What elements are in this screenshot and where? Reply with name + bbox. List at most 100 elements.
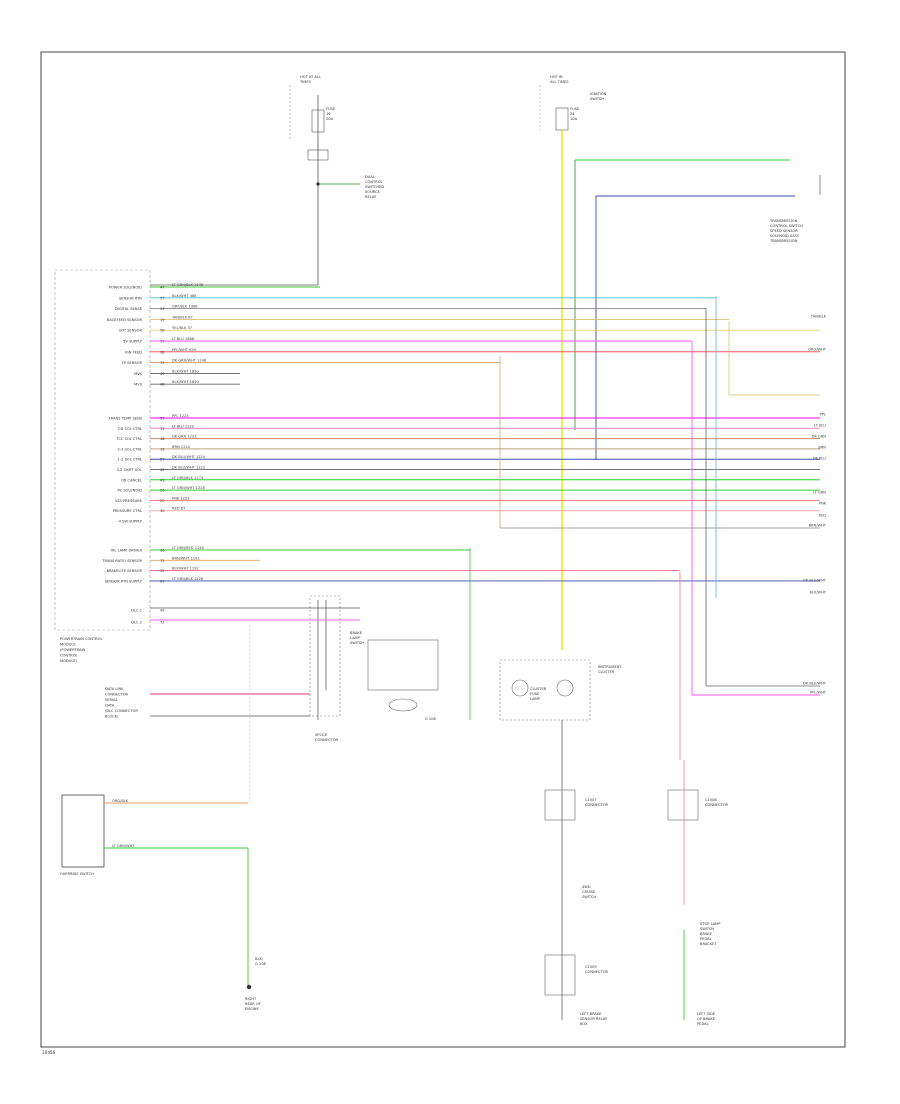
connector-label: CONNECTOR xyxy=(585,803,609,807)
ecm-pin-name: 3-2 SHIFT SOL xyxy=(116,468,142,472)
ecm-pin-name: MVS xyxy=(134,383,143,387)
ecm-pin-name: 1-2 SOL CTRL xyxy=(118,458,142,462)
ecm-pin-number: 45 xyxy=(160,468,165,472)
data-link-label: (DLC CONNECTOR xyxy=(105,709,138,713)
ecm-label: POWERTRAIN CONTROL xyxy=(60,637,103,641)
ecm-pin-number: 49 xyxy=(160,609,165,613)
stop-switch-label: BRACKET xyxy=(700,942,717,946)
brake-switch-label: LAMP xyxy=(350,636,361,640)
transmission-label: TRANSMISSION xyxy=(769,219,798,223)
ecm-box xyxy=(54,269,151,631)
fuse-label: 16 xyxy=(326,112,331,116)
right-wire-label: TAN/BLK xyxy=(810,315,827,319)
fuse-label: 10A xyxy=(570,117,578,121)
ecm-pin-name: 5V SUPPLY xyxy=(123,340,143,344)
right-wire-label: LT GRN xyxy=(813,491,826,495)
wire-color-label: DK BLU/WHT 1222 xyxy=(172,466,205,470)
splice-label: CONNECTOR xyxy=(315,738,339,742)
ground-icon xyxy=(246,984,252,990)
ecm-pin-name: SENSOR RTN SUPPLY xyxy=(105,579,143,583)
ecm-pin-name: OIL LAMP DRIVER xyxy=(110,549,142,553)
ecm-pin-name: IGN FEED xyxy=(125,350,142,354)
ecm-pin-number: 72 xyxy=(160,361,165,365)
ecm-pin-number: 33 xyxy=(160,307,165,311)
ecm-pin-number: 13 xyxy=(160,447,165,451)
ground-label: G 108 xyxy=(255,962,267,966)
ecm-pin-number: 11 xyxy=(160,427,165,431)
wire-color-label: LT GRN/BLK 1174 xyxy=(172,476,204,480)
brake-switch-label: SWITCH xyxy=(350,641,364,645)
cruise-switch-label: 4WD xyxy=(582,885,591,889)
right-wire-label: DK BLU/WHT xyxy=(803,579,827,583)
ecm-pin-name: PRESSURE CTRL xyxy=(113,509,142,513)
ecm-pin-name: TRANS RATIO SENSOR xyxy=(101,559,142,563)
right-wire-label: RED xyxy=(818,514,826,518)
power-source-label: TIMES xyxy=(299,80,312,84)
splice-label: SPLICE xyxy=(315,733,328,737)
data-link-label: BLOCK) xyxy=(105,715,119,719)
wire-color-label: DK GRN 1223 xyxy=(172,435,197,439)
top-right-fuse-block xyxy=(539,85,821,650)
ground-note-label: RIGHT xyxy=(245,997,257,1001)
wire-color-label: LT GRN/BLK 1148 xyxy=(172,283,204,287)
wire-color-label: GRY/BLK 1368 xyxy=(172,305,198,309)
wire-color-label: TAN/BLK 87 xyxy=(171,315,193,319)
ecm-pin-number: 26 xyxy=(160,489,165,493)
power-source-label: HOT IN xyxy=(550,75,563,79)
ecm-pin-number: 38 xyxy=(160,350,165,354)
ignition-switch-label: SWITCH xyxy=(590,97,604,101)
ground-note-label: ENGINE xyxy=(245,1007,259,1011)
relay-label: DUAL xyxy=(365,175,375,179)
connector-label: C1007 xyxy=(585,798,597,802)
right-wire-label: DK GRN xyxy=(812,435,827,439)
ecm-pin-name: MVS xyxy=(134,372,143,376)
cluster-label: INSTRUMENT xyxy=(598,665,622,669)
relay-label: RELAY xyxy=(365,195,377,199)
stop-switch-label: PEDAL xyxy=(700,937,712,941)
ecm-pin-number: 36 xyxy=(160,549,165,553)
ecm-pin-name: 4 SW SUPPLY xyxy=(119,520,143,524)
ecm-pin-name: PC SOLENOID xyxy=(117,489,142,493)
wire-color-label: PNK 1229 xyxy=(172,496,190,500)
power-source-label: HOT AT ALL xyxy=(300,75,321,79)
ecm-pin-name: BACKFEED SENSOR xyxy=(107,318,143,322)
connector-label: C1009 xyxy=(585,965,597,969)
wire-group-2 xyxy=(150,417,820,512)
right-wire-label: PPL/WHT xyxy=(810,691,827,695)
right-wire-label: DK BLU xyxy=(813,457,827,461)
switch-location-label: PEDAL xyxy=(697,1022,709,1026)
stop-switch-label: BRAKE xyxy=(700,932,713,936)
switch-location-label: LEFT BRAKE xyxy=(580,1012,602,1016)
relay-label: SWITCHED xyxy=(365,185,384,189)
misc-labels: POWERTRAIN CONTROLMODULE(POWERTRAINCONTR… xyxy=(42,75,803,1055)
wire-color-label: DK GRN/WHT 1148 xyxy=(172,359,207,363)
ecm-pin-name: TCC SOL CTRL xyxy=(115,437,142,441)
cruise-switch-label: CRUISE xyxy=(582,890,596,894)
ecm-pin-name: OD SOL CTRL xyxy=(118,427,142,431)
ecm-pin-number: 20 xyxy=(160,499,165,503)
ecm-pin-name: TRANS TEMP SENS xyxy=(107,417,142,421)
data-link-label: SERIAL xyxy=(105,698,118,702)
right-wire-label: BLK/WHT xyxy=(810,591,827,595)
ecm-pin-number: 69 xyxy=(160,579,165,583)
wire-color-label: LT GRN/WHT 1228 xyxy=(172,486,205,490)
right-wire-label: ORG/WHT xyxy=(808,348,827,352)
wire-color-label: LT BLU 1222 xyxy=(172,424,194,428)
fuse-label: 24 xyxy=(570,112,575,116)
ecm-pin-number: 72 xyxy=(160,559,165,563)
cluster-fuse-label: CLUSTER xyxy=(530,687,547,691)
ecm-pin-name: SOT SENSOR xyxy=(119,329,143,333)
right-wire-label: BRN/WHT xyxy=(809,524,827,528)
ecm-pin-name: TP SENSOR xyxy=(121,361,143,365)
right-wire-label: LT BLU xyxy=(814,424,826,428)
fuse-label: FUSE xyxy=(326,107,336,111)
connector-label: CONNECTOR xyxy=(585,970,609,974)
fuse-label: 20A xyxy=(326,117,334,121)
wire-color-label: BLK/WHT 1192 xyxy=(172,567,199,571)
relay-label: CONTROL xyxy=(365,180,383,184)
ecm-pin-name: 2-3 SOL CTRL xyxy=(118,447,142,451)
ground-note-label: REAR OF xyxy=(245,1002,261,1006)
ground-label: BLK/ xyxy=(255,957,264,961)
